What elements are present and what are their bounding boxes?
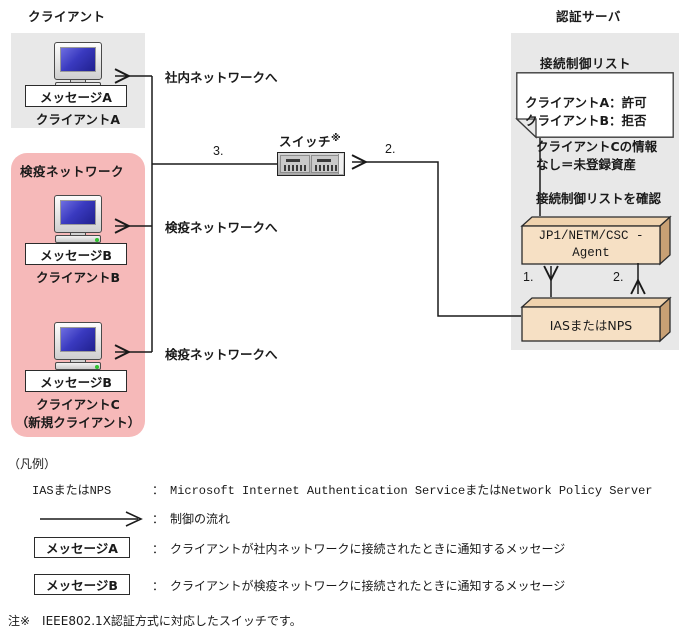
switch-label: スイッチ※ (279, 131, 341, 150)
auth-server-zone-title: 認証サーバ (556, 9, 621, 24)
acl-note-shape (515, 72, 674, 139)
legend-key-message-a: メッセージA (34, 537, 130, 558)
legend-sep-flow: ： (152, 510, 164, 527)
ias-nps-box: IASまたはNPS (520, 296, 672, 343)
legend-desc-ias: Microsoft Internet Authentication Servic… (170, 484, 653, 498)
pc-base (55, 362, 101, 370)
power-led-icon (95, 237, 99, 242)
switch-end-cap (338, 154, 343, 174)
client-c-name-label: クライアントC (36, 397, 120, 412)
ias-nps-box-text: IASまたはNPS (549, 317, 633, 333)
jp1-agent-box: JP1/NETM/CSC - Agent (520, 215, 672, 266)
switch-module-left (280, 155, 310, 173)
legend-sep-ias: ： (152, 481, 164, 498)
client-b-name-label: クライアントB (35, 270, 121, 285)
jp1-agent-box-text: JP1/NETM/CSC - Agent (522, 226, 660, 264)
legend-row-ias: IASまたはNPS (32, 481, 111, 498)
client-a-message-box: メッセージA (25, 85, 127, 107)
step-label-2-switch: 2. (385, 142, 396, 156)
jp1-agent-line-1: JP1/NETM/CSC - (538, 229, 644, 244)
monitor-screen (60, 327, 96, 352)
network-switch-icon (277, 152, 345, 176)
client-c-pc-icon (51, 322, 105, 370)
switch-label-text: スイッチ (279, 134, 332, 149)
legend-sep-char: ： (152, 579, 165, 593)
flow-label-to-quarantine-1: 検疫ネットワークへ (165, 220, 278, 235)
switch-led-bar (317, 159, 331, 162)
jp1-agent-line-2: Agent (572, 246, 610, 260)
client-b-message-box: メッセージB (25, 243, 127, 265)
check-acl-label: 接続制御リストを確認 (536, 191, 662, 206)
flow-label-to-corporate: 社内ネットワークへ (165, 70, 278, 85)
legend-sep-message-b: ： (152, 577, 164, 594)
client-zone-title: クライアント (28, 9, 106, 24)
acl-entry-2: クライアントB：拒否 (525, 113, 647, 128)
ias-nps-box-3d (520, 296, 672, 343)
flow-label-to-quarantine-2: 検疫ネットワークへ (165, 347, 278, 362)
step-label-2-agent: 2. (613, 270, 624, 284)
acl-entry-1: クライアントA：許可 (525, 95, 647, 110)
legend-sep-char: ： (152, 542, 165, 556)
power-led-icon (95, 364, 99, 369)
legend-sep-char: ： (152, 512, 165, 526)
acl-note-text-line-1: クライアントCの情報 (536, 139, 658, 154)
legend-title: （凡例） (8, 457, 57, 471)
client-c-name-sub-label: （新規クライアント） (15, 415, 141, 430)
legend-sep-message-a: ： (152, 540, 164, 557)
legend-desc-flow: 制御の流れ (170, 512, 231, 526)
switch-footnote-mark: ※ (331, 132, 342, 144)
step-label-1-agent: 1. (523, 270, 534, 284)
acl-title: 接続制御リスト (540, 56, 632, 71)
monitor-screen (60, 200, 96, 225)
acl-note-text-line-2: なし＝未登録資産 (536, 157, 637, 172)
step-label-3: 3. (213, 144, 224, 158)
legend-key-message-b: メッセージB (34, 574, 130, 595)
client-c-message-box: メッセージB (25, 370, 127, 392)
monitor-screen (60, 47, 96, 72)
legend-sep-char: ： (152, 484, 165, 498)
pc-base (55, 235, 101, 243)
acl-note: クライアントA：許可 クライアントB：拒否 (515, 72, 674, 139)
legend-arrow-icon (40, 511, 143, 527)
switch-led-bar (286, 159, 300, 162)
client-b-pc-icon (51, 195, 105, 243)
legend-footnote: 注※ IEEE802.1X認証方式に対応したスイッチです。 (8, 614, 302, 628)
legend-desc-message-b: クライアントが検疫ネットワークに接続されたときに通知するメッセージ (170, 579, 566, 593)
switch-port-grill (284, 165, 306, 171)
client-a-name-label: クライアントA (35, 112, 121, 127)
quarantine-zone-label: 検疫ネットワーク (20, 164, 125, 179)
legend-desc-message-a: クライアントが社内ネットワークに接続されたときに通知するメッセージ (170, 542, 566, 556)
switch-port-grill (315, 165, 337, 171)
legend-key-ias: IASまたはNPS (32, 484, 112, 498)
jp1-agent-box-3d (520, 215, 672, 266)
